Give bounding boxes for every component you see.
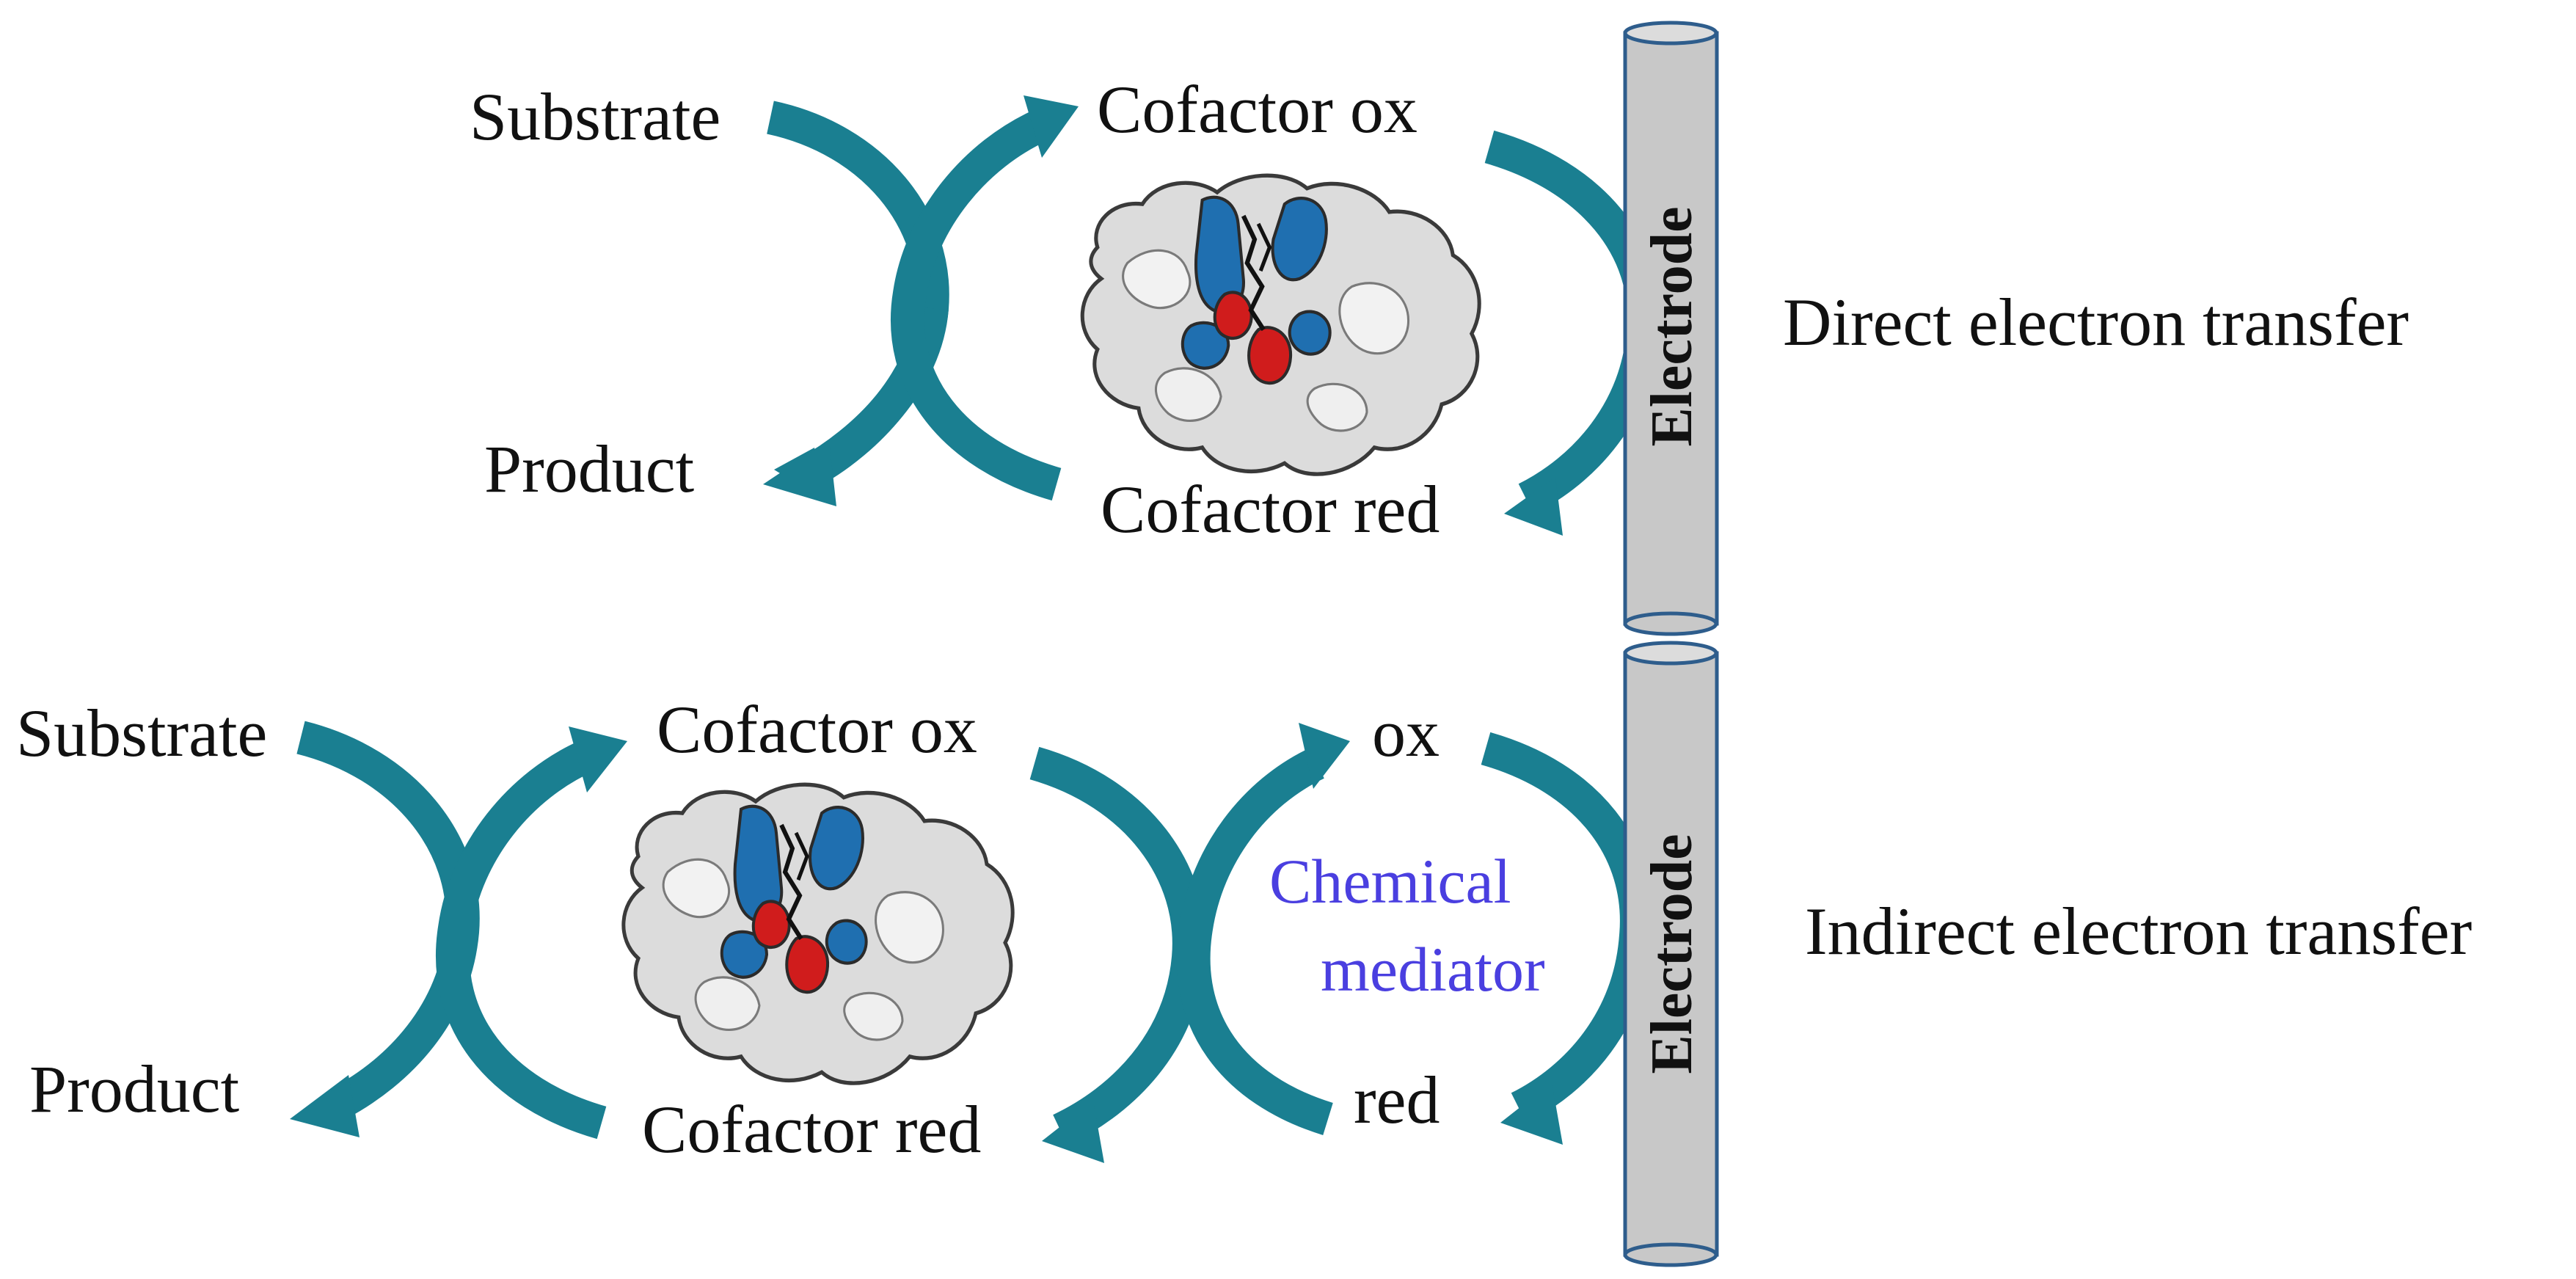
product-label: Product: [484, 431, 695, 506]
arrow-cofactor-red-to-ox-2: [435, 726, 627, 1140]
arrow-mediator-red-to-ox: [1176, 723, 1350, 1135]
cofactor-ox-label: Cofactor ox: [1097, 72, 1417, 147]
arrow-substrate-to-product: [763, 101, 949, 506]
enzyme-protein-icon-2: [624, 784, 1012, 1083]
indirect-transfer-panel: Electrode Substrate Product Cofactor ox …: [16, 641, 2472, 1267]
chemical-mediator-line2: mediator: [1321, 934, 1545, 1005]
enzyme-protein-icon: [1082, 175, 1479, 474]
mediator-ox-label: ox: [1372, 696, 1440, 770]
electrode-label-2: Electrode: [1640, 834, 1704, 1074]
electrode-top: Electrode: [1623, 21, 1719, 636]
cofactor-red-label-2: Cofactor red: [642, 1092, 981, 1167]
cofactor-red-label: Cofactor red: [1101, 472, 1440, 547]
direct-transfer-panel: Electrode Substrate Product Cofactor ox …: [470, 21, 2409, 636]
direct-transfer-caption: Direct electron transfer: [1783, 285, 2409, 360]
substrate-label-2: Substrate: [16, 696, 267, 770]
electrode-bottom: Electrode: [1623, 641, 1719, 1267]
arrow-cofactor-ox-to-red-2: [1029, 746, 1206, 1163]
chemical-mediator-line1: Chemical: [1269, 846, 1511, 917]
mediator-red-label: red: [1354, 1063, 1440, 1137]
arrow-cofactor-ox-to-red: [1484, 130, 1661, 536]
cofactor-ox-label-2: Cofactor ox: [657, 692, 977, 767]
indirect-transfer-caption: Indirect electron transfer: [1805, 894, 2472, 969]
arrow-cofactor-red-to-ox: [890, 95, 1079, 501]
electrode-label: Electrode: [1640, 206, 1704, 446]
product-label-2: Product: [29, 1052, 240, 1126]
substrate-label: Substrate: [470, 79, 720, 154]
